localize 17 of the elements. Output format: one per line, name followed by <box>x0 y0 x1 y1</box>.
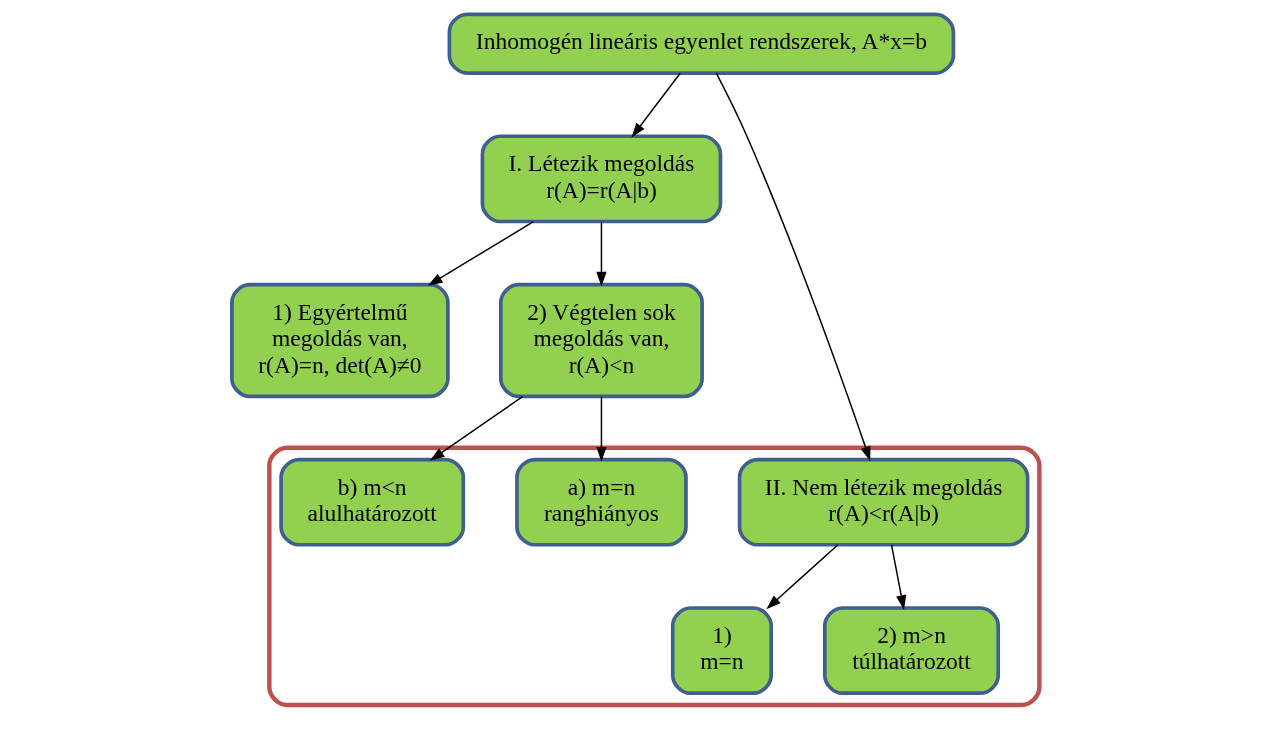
node-box: 1) m=n <box>670 606 773 696</box>
node-box: 2) Végtelen sok megoldás van, r(A)<n <box>498 282 704 399</box>
node-box: Inhomogén lineáris egyenlet rendszerek, A*x=b <box>447 12 955 75</box>
arrow <box>427 220 534 286</box>
node-box: I. Létezik megoldás r(A)=r(A|b) <box>480 134 722 224</box>
arrow <box>715 72 870 462</box>
arrow <box>765 544 838 610</box>
node-box: II. Nem létezik megoldás r(A)<r(A|b) <box>737 457 1029 547</box>
arrow <box>429 395 523 461</box>
node-box: a) m=n ranghiányos <box>514 457 688 547</box>
node-box: b) m<n alulhatározott <box>278 457 465 547</box>
arrow <box>890 544 906 610</box>
node-box: 2) m>n túlhatározott <box>822 606 1000 696</box>
arrow <box>595 395 607 462</box>
arrow <box>595 220 607 287</box>
arrow <box>631 72 681 138</box>
node-box: 1) Egyértelmű megoldás van, r(A)=n, det(A)≠0 <box>229 282 450 399</box>
